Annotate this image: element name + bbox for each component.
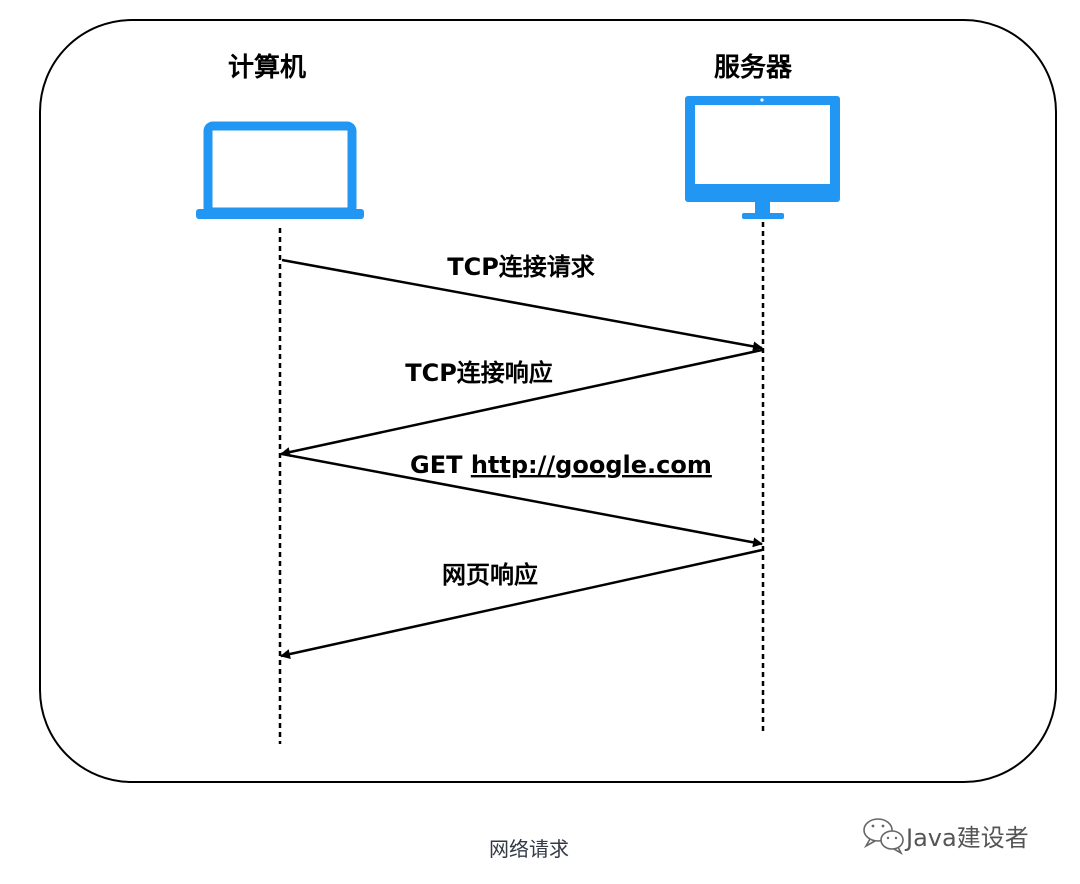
watermark-text: Java建设者 bbox=[904, 824, 1029, 852]
laptop-icon bbox=[196, 121, 364, 219]
get-request-arrow bbox=[281, 452, 763, 548]
message-label-get-request: GET http://google.com bbox=[410, 451, 712, 479]
google-url-link[interactable]: http://google.com bbox=[471, 451, 712, 479]
monitor-icon bbox=[685, 96, 840, 219]
tcp-request-arrow bbox=[281, 258, 763, 352]
message-label-page-response: 网页响应 bbox=[442, 561, 538, 589]
watermark: Java建设者 bbox=[863, 818, 1029, 856]
tcp-response-arrow bbox=[280, 348, 763, 457]
message-label-tcp-request: TCP连接请求 bbox=[447, 253, 595, 281]
server-label: 服务器 bbox=[714, 53, 793, 83]
get-method-text: GET bbox=[410, 451, 471, 479]
page-response-arrow bbox=[280, 548, 763, 659]
message-label-tcp-response: TCP连接响应 bbox=[405, 359, 553, 387]
figure-caption: 网络请求 bbox=[489, 837, 569, 861]
diagram-frame bbox=[39, 19, 1057, 783]
client-label: 计算机 bbox=[228, 52, 306, 83]
wechat-icon bbox=[863, 818, 904, 856]
